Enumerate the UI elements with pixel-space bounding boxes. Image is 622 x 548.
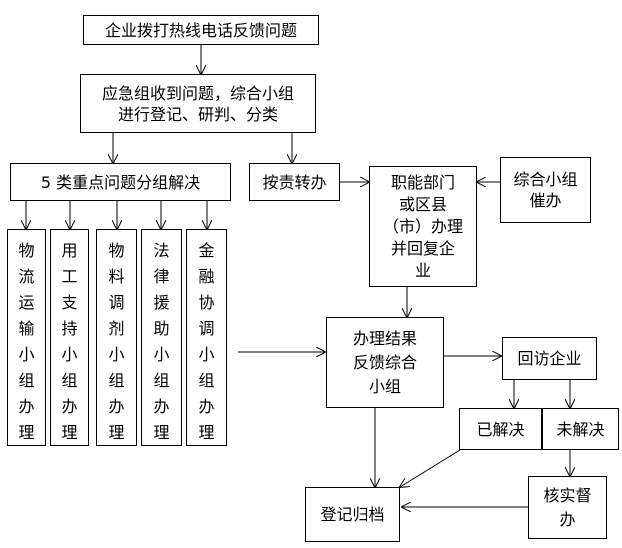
node-group-finance: 金融协调小组办理 [186, 229, 227, 446]
node-department-label: 职能部门 或区县 （市）办理 并回复企 业 [382, 172, 463, 280]
node-feedback-label: 办理结果 反馈综合 小组 [352, 328, 417, 396]
node-group-materials-label: 物料调剂小组办理 [108, 241, 125, 442]
node-archive-label: 登记归档 [320, 505, 385, 524]
node-five-categories-label: 5 类重点问题分组解决 [40, 172, 201, 192]
node-five-categories: 5 类重点问题分组解决 [10, 163, 231, 201]
node-group-logistics: 物流运输小组办理 [7, 229, 46, 446]
node-urge-label: 综合小组 催办 [513, 170, 578, 210]
node-group-labor-label: 用工支持小组办理 [61, 241, 78, 442]
node-unsolved-label: 未解决 [556, 419, 605, 439]
node-transfer: 按责转办 [249, 163, 340, 201]
node-verify: 核实督 办 [528, 476, 607, 539]
node-solved-label: 已解决 [476, 419, 525, 439]
node-register: 应急组收到问题，综合小组 进行登记、研判、分类 [80, 74, 316, 133]
node-group-materials: 物料调剂小组办理 [96, 229, 137, 446]
node-group-legal-label: 法律援助小组办理 [153, 241, 170, 442]
node-group-legal: 法律援助小组办理 [141, 229, 182, 446]
arrow-solved-to-archive [400, 449, 461, 487]
node-urge: 综合小组 催办 [500, 157, 591, 223]
node-revisit: 回访企业 [502, 337, 597, 380]
node-group-logistics-label: 物流运输小组办理 [18, 241, 35, 442]
node-group-finance-label: 金融协调小组办理 [198, 241, 215, 442]
node-department: 职能部门 或区县 （市）办理 并回复企 业 [369, 166, 477, 287]
node-archive: 登记归档 [305, 487, 400, 542]
node-verify-label: 核实督 办 [543, 485, 592, 529]
node-feedback: 办理结果 反馈综合 小组 [326, 317, 444, 408]
node-unsolved: 未解决 [542, 408, 619, 450]
node-group-labor: 用工支持小组办理 [50, 229, 89, 446]
node-hotline-label: 企业拨打热线电话反馈问题 [104, 20, 297, 40]
node-revisit-label: 回访企业 [517, 349, 582, 368]
node-solved: 已解决 [459, 408, 542, 450]
node-transfer-label: 按责转办 [262, 172, 327, 192]
node-hotline: 企业拨打热线电话反馈问题 [83, 15, 319, 45]
node-register-label: 应急组收到问题，综合小组 进行登记、研判、分类 [101, 83, 294, 124]
